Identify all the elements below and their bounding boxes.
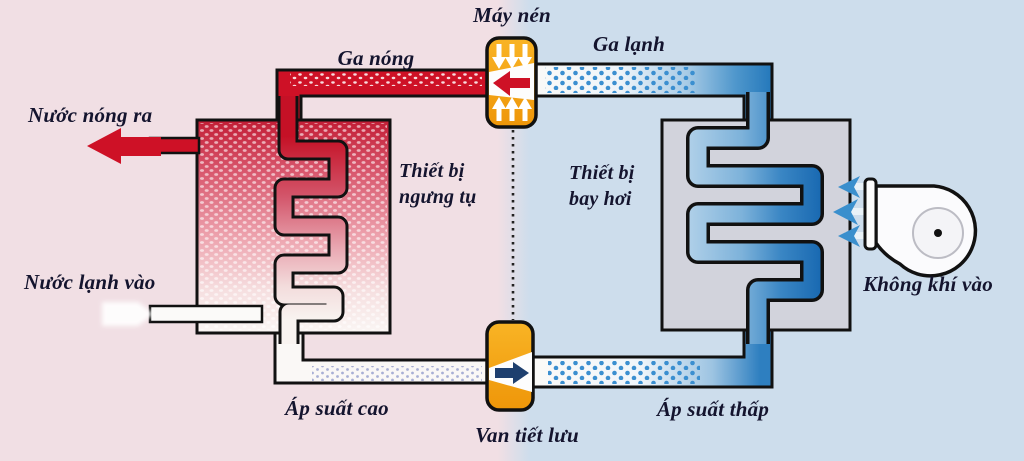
up-arrow-icon <box>518 97 532 121</box>
label-air-in: Không khí vào <box>863 272 993 296</box>
compressor <box>485 36 538 129</box>
down-arrow-icon <box>518 44 532 69</box>
left-flow-arrow-icon <box>493 71 530 96</box>
air-arrow-icon <box>838 176 860 198</box>
air-stream <box>845 232 877 239</box>
cold-water-pipe <box>148 304 264 324</box>
air-arrow-icon <box>838 225 860 247</box>
condenser-coil <box>276 96 346 344</box>
fan-outlet-flange <box>863 177 878 251</box>
hot-water-out-arrow-icon <box>87 128 161 164</box>
air-fan <box>833 176 978 278</box>
label-condenser-line1: Thiết bị <box>399 160 465 182</box>
label-hot-water-out: Nước nóng ra <box>28 103 153 127</box>
expansion-valve <box>485 320 535 412</box>
label-compressor: Máy nén <box>473 3 551 27</box>
cold-gas-pipe-droplets <box>545 67 695 93</box>
label-cold-gas: Ga lạnh <box>592 32 666 56</box>
up-arrow-icon <box>505 97 519 121</box>
label-expansion-valve: Van tiết lưu <box>475 423 579 447</box>
label-high-pressure: Áp suất cao <box>285 396 389 420</box>
label-cold-water-in: Nước lạnh vào <box>24 270 156 294</box>
label-evaporator: Thiết bị bay hơi <box>569 160 635 212</box>
label-evaporator-line2: bay hơi <box>569 188 632 210</box>
air-arrow-icon <box>833 199 858 225</box>
label-low-pressure: Áp suất thấp <box>656 397 770 421</box>
label-evaporator-line1: Thiết bị <box>569 162 635 184</box>
label-condenser: Thiết bị ngưng tụ <box>399 158 477 210</box>
low-pressure-pipe-droplets <box>548 361 700 384</box>
evaporator-coil <box>689 92 821 344</box>
label-hot-gas: Ga nóng <box>337 46 415 70</box>
air-stream <box>845 183 877 190</box>
down-arrow-icon <box>492 44 506 69</box>
down-arrow-icon <box>505 44 519 69</box>
hot-gas-pipe-droplets <box>290 72 482 86</box>
up-arrow-icon <box>492 97 506 121</box>
cold-water-in-arrow-icon <box>102 302 154 326</box>
right-flow-arrow-icon <box>495 362 529 384</box>
label-condenser-line2: ngưng tụ <box>399 186 477 208</box>
air-stream <box>845 208 877 215</box>
fan-hub-center <box>934 229 942 237</box>
high-pressure-pipe-mist <box>312 366 482 381</box>
